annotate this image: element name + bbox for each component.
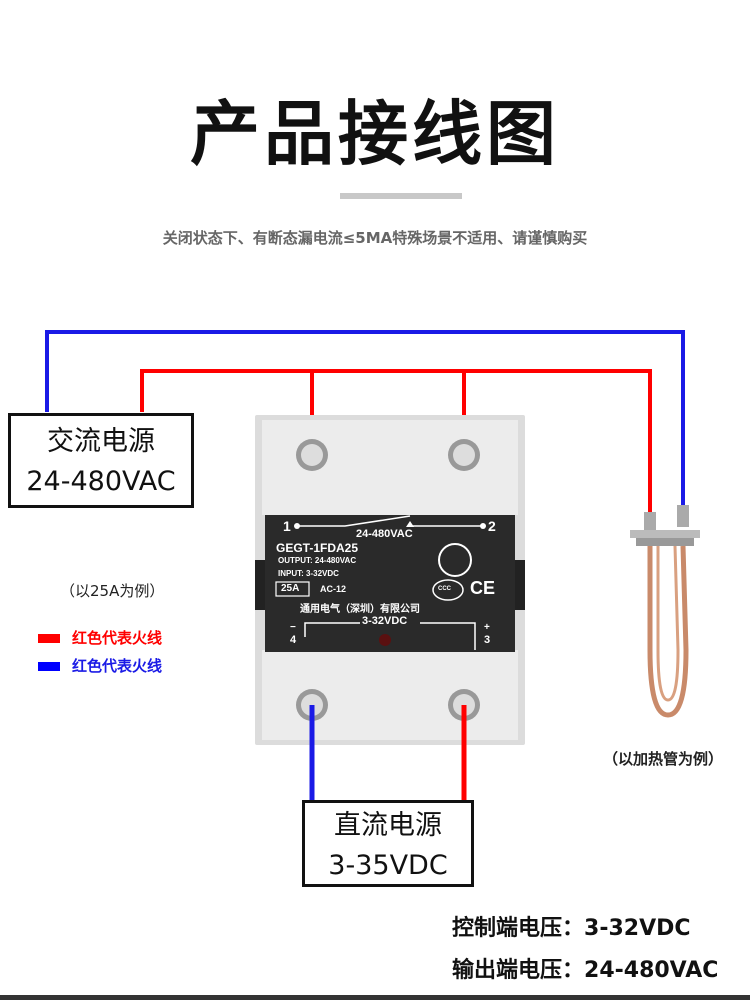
indicator-led	[379, 634, 391, 646]
spec-value: 3-32VDC	[584, 916, 691, 941]
relay-model: GEGT-1FDA25	[276, 541, 359, 555]
relay-rating: 25A	[281, 583, 300, 594]
spec-label: 输出端电压：	[452, 958, 585, 983]
logo-icon	[438, 543, 472, 577]
terminal-1-label: 1	[283, 518, 291, 534]
spec-control-voltage: 控制端电压：3-32VDC	[452, 910, 691, 942]
relay-ac-label: 24-480VAC	[356, 528, 413, 540]
ac-source-name: 交流电源	[47, 426, 155, 457]
ccc-mark: CCC	[438, 586, 451, 592]
ac-source-voltage: 24-480VAC	[26, 466, 176, 497]
solid-state-relay	[255, 415, 525, 745]
legend-blue-label: 红色代表火线	[72, 657, 163, 675]
minus-label: −	[290, 622, 296, 633]
relay-dc-label: 3-32VDC	[362, 615, 408, 627]
dc-source-name: 直流电源	[334, 810, 442, 841]
red-wire-ac	[140, 369, 652, 512]
heater-note: （以加热管为例）	[603, 750, 724, 768]
plus-label: +	[484, 622, 490, 633]
legend-red-label: 红色代表火线	[72, 629, 163, 647]
ce-mark: CE	[470, 578, 496, 598]
page-title: 产品接线图	[190, 93, 560, 175]
blue-swatch	[38, 662, 60, 671]
relay-maker: 通用电气（深圳）有限公司	[300, 604, 420, 615]
legend-red: 红色代表火线	[38, 627, 162, 648]
bottom-border	[0, 995, 750, 1000]
terminal-4-label: 4	[290, 634, 297, 646]
terminal-2-label: 2	[488, 518, 496, 534]
legend-blue: 红色代表火线	[38, 655, 162, 676]
relay-output: OUTPUT: 24-480VAC	[278, 556, 357, 565]
heating-tube-icon	[630, 505, 700, 718]
spec-value: 24-480VAC	[584, 958, 719, 983]
red-swatch	[38, 634, 60, 643]
blue-wire-ac	[45, 330, 685, 505]
relay-input: INPUT: 3-32VDC	[278, 569, 339, 578]
terminal-3-label: 3	[484, 634, 491, 646]
spec-label: 控制端电压：	[452, 916, 585, 941]
spec-output-voltage: 输出端电压：24-480VAC	[452, 952, 718, 984]
ccc-icon	[432, 579, 464, 601]
subtitle: 关闭状态下、有断态漏电流≤5MA特殊场景不适用、请谨慎购买	[162, 229, 588, 247]
dc-power-source: 直流电源 3-35VDC	[302, 800, 474, 887]
dc-source-voltage: 3-35VDC	[328, 850, 448, 881]
relay-category: AC-12	[320, 584, 347, 594]
divider	[340, 193, 462, 199]
ac-power-source: 交流电源 24-480VAC	[8, 413, 194, 508]
example-note: （以25A为例）	[60, 582, 165, 600]
